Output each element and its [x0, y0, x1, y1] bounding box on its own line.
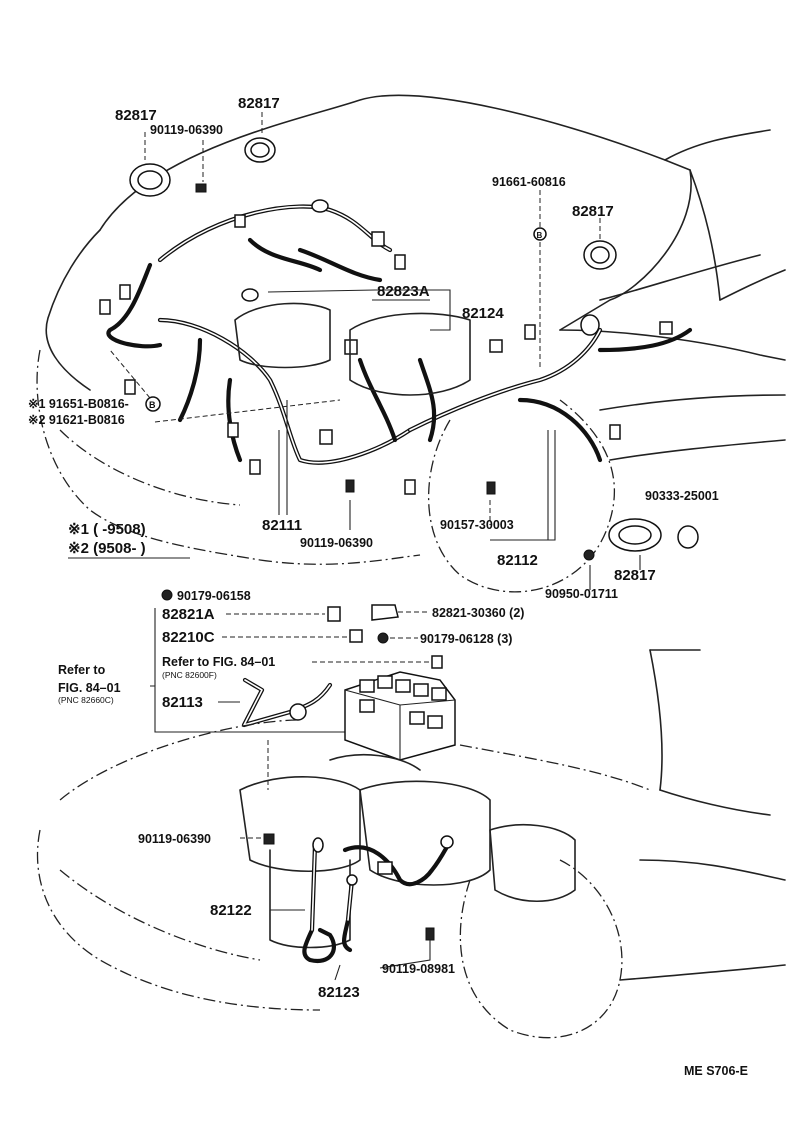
legend-note1: ※1 ( -9508) [68, 521, 146, 538]
relay-block-section: 90179-06158 82821A 82821-30360 (2) 82210… [58, 589, 524, 761]
b-mark: B [149, 400, 156, 410]
label-82124: 82124 [462, 305, 504, 322]
label-82817-lower: 82817 [614, 567, 656, 584]
label-82817-left: 82817 [115, 107, 157, 124]
label-note2-code: ※2 91621-B0816 [28, 413, 125, 427]
label-82817-center: 82817 [238, 95, 280, 112]
label-refer-main: Refer to FIG. 84–01 [162, 655, 275, 669]
label-82122: 82122 [210, 902, 252, 919]
label-refer-main-sub: (PNC 82600F) [162, 670, 217, 680]
upper-labels: 82817 82817 90119-06390 91661-60816 8281… [28, 95, 719, 601]
lower-harness [263, 833, 454, 964]
label-clip-90950: 90950-01711 [545, 587, 618, 601]
label-nut-90179b: 90179-06128 (3) [420, 632, 512, 646]
label-82817-right: 82817 [572, 203, 614, 220]
label-clip-90157: 90157-30003 [440, 518, 514, 532]
label-82123: 82123 [318, 984, 360, 1001]
label-82821A: 82821A [162, 606, 215, 623]
label-bolt-90119-08981: 90119-08981 [382, 962, 455, 976]
label-clip-91661: 91661-60816 [492, 175, 566, 189]
label-bolt-mid: 90119-06390 [300, 536, 373, 550]
label-82112: 82112 [497, 552, 538, 569]
upper-harness: B [99, 137, 699, 561]
label-82823A: 82823A [377, 283, 430, 300]
lower-leaders [240, 740, 431, 981]
legend-note2: ※2 (9508- ) [68, 540, 146, 557]
date-legend: ※1 ( -9508) ※2 (9508- ) [68, 521, 190, 559]
label-bolt-top: 90119-06390 [150, 123, 223, 137]
label-plug-90333: 90333-25001 [645, 489, 719, 503]
label-nut-90179a: 90179-06158 [177, 589, 251, 603]
label-82113: 82113 [162, 694, 203, 711]
label-refer-left-sub: (PNC 82660C) [58, 695, 114, 705]
label-note1-code: ※1 91651-B0816- [28, 397, 129, 411]
page-code: ME S706-E [684, 1064, 748, 1078]
label-82210C: 82210C [162, 629, 215, 646]
label-refer-left-1: Refer to [58, 663, 106, 677]
upper-leaders [109, 112, 641, 590]
label-refer-left-2: FIG. 84–01 [58, 681, 121, 695]
b-mark-right: B [537, 231, 543, 240]
lower-labels: 90119-06390 82122 90119-08981 82123 ME S… [138, 832, 748, 1078]
label-bolt-lower: 90119-06390 [138, 832, 211, 846]
label-82111: 82111 [262, 517, 302, 534]
label-82821-30360: 82821-30360 (2) [432, 606, 524, 620]
